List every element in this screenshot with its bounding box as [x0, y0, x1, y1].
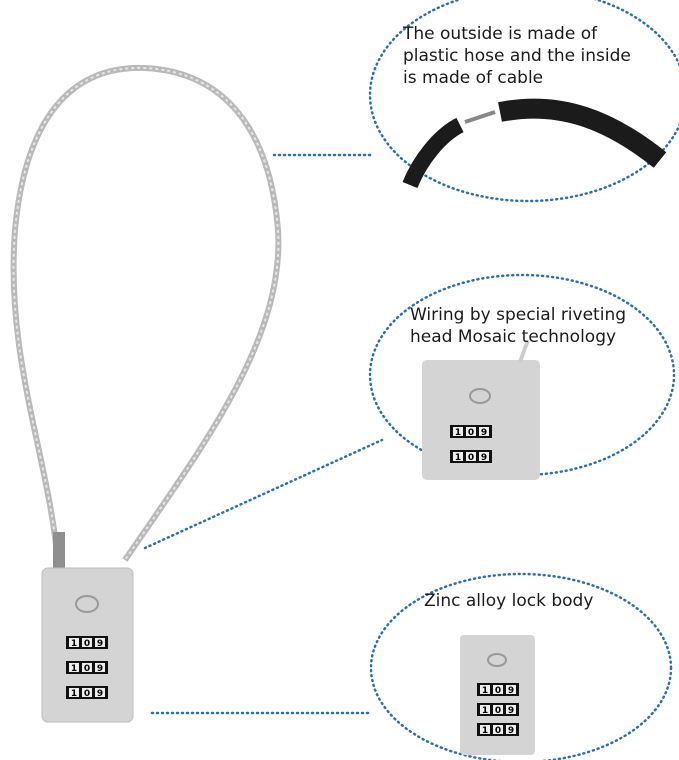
- callout-text-riveting: Wiring by special riveting head Mosaic t…: [410, 305, 627, 347]
- lock-body-detail-image: [460, 635, 535, 755]
- steel-cable: [10, 64, 282, 566]
- callout-circle-3: [369, 572, 673, 760]
- logo-icon: [75, 595, 99, 613]
- callout-text-lock-body: Zinc alloy lock body: [424, 591, 594, 611]
- hose-detail-image: [402, 98, 667, 189]
- leader-line-2: [143, 438, 384, 550]
- rivet-sleeve: [53, 532, 65, 568]
- lock-body: [41, 567, 134, 723]
- riveting-detail-image: [422, 339, 540, 480]
- callout-circle-1: [368, 0, 679, 203]
- callout-text-hose: The outside is made of plastic hose and …: [403, 24, 631, 88]
